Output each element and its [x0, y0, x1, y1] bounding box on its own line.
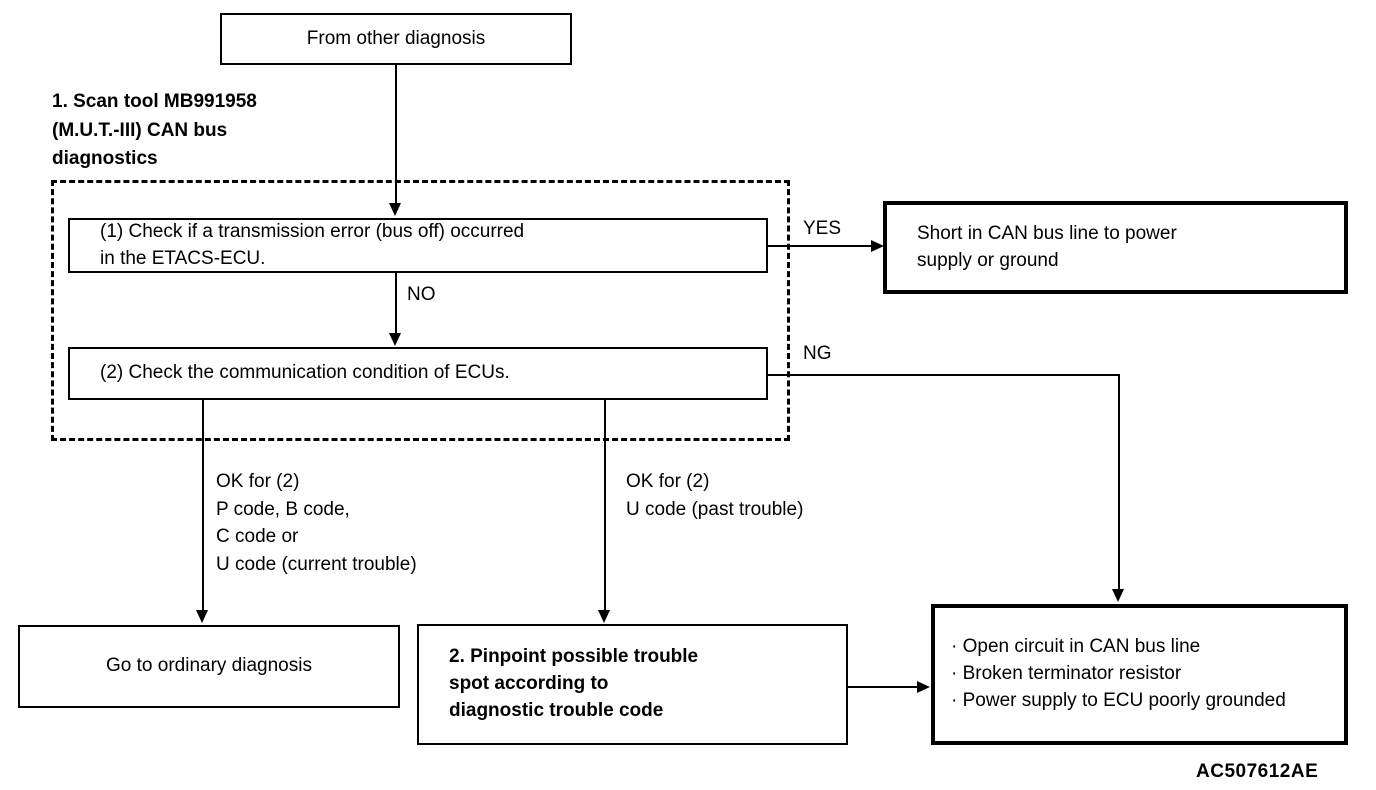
arrowhead-ok-center	[598, 610, 610, 623]
edge-label-no: NO	[407, 284, 436, 305]
arrowhead-pinpoint-to-causes	[917, 681, 930, 693]
step2-check-box: (2) Check the communication condition of…	[68, 347, 768, 400]
start-box: From other diagnosis	[220, 13, 572, 65]
arrowhead-ok-left	[196, 610, 208, 623]
connector-step1-to-step2	[395, 273, 397, 335]
connector-ng-vertical	[1118, 374, 1120, 591]
arrowhead-start-to-step1	[389, 203, 401, 216]
edge-label-ok-left: OK for (2) P code, B code, C code or U c…	[216, 471, 417, 575]
connector-ok-left	[202, 400, 204, 612]
connector-yes	[768, 245, 874, 247]
arrowhead-ng	[1112, 589, 1124, 602]
possible-causes-box: · Open circuit in CAN bus line · Broken …	[931, 604, 1348, 745]
step1-check-box: (1) Check if a transmission error (bus o…	[68, 218, 768, 273]
scan-tool-group-boundary	[51, 180, 790, 441]
connector-ng-horizontal	[768, 374, 1120, 376]
group-label-scan-tool: 1. Scan tool MB991958 (M.U.T.-III) CAN b…	[52, 91, 257, 169]
ordinary-diagnosis-box: Go to ordinary diagnosis	[18, 625, 400, 708]
edge-label-ok-center: OK for (2) U code (past trouble)	[626, 471, 804, 520]
figure-id-label: AC507612AE	[1196, 761, 1319, 782]
connector-start-to-step1	[395, 65, 397, 206]
pinpoint-trouble-box: 2. Pinpoint possible trouble spot accord…	[417, 624, 848, 745]
edge-label-ng: NG	[803, 343, 832, 364]
connector-ok-center	[604, 400, 606, 612]
short-in-can-bus-result-box: Short in CAN bus line to power supply or…	[883, 201, 1348, 294]
arrowhead-yes	[871, 240, 884, 252]
arrowhead-step1-to-step2	[389, 333, 401, 346]
connector-pinpoint-to-causes	[848, 686, 920, 688]
edge-label-yes: YES	[803, 218, 842, 239]
